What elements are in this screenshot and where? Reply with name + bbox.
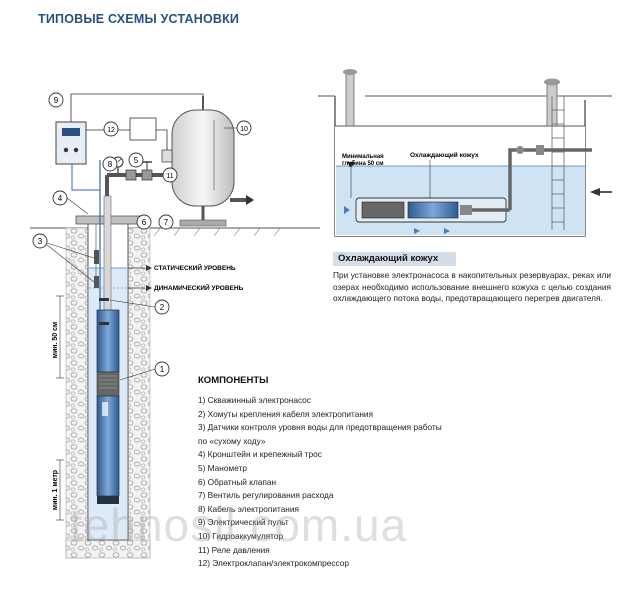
vent-pipe	[345, 73, 355, 127]
component-item: 7) Вентиль регулирования расхода	[198, 490, 334, 501]
callout-1: 1	[154, 361, 170, 377]
reservoir-outlet-pipe	[508, 148, 592, 210]
level-sensor-1	[94, 250, 99, 264]
svg-text:2: 2	[160, 303, 165, 312]
reservoir-pump	[407, 201, 459, 219]
flow-valve	[141, 169, 153, 181]
page-title: ТИПОВЫЕ СХЕМЫ УСТАНОВКИ	[38, 12, 240, 26]
callouts: 9 12 10 8 5 11 4 6 7 3 2 1	[32, 92, 252, 381]
cooling-jacket-heading: Охлаждающий кожух	[333, 252, 456, 266]
svg-text:7: 7	[164, 218, 169, 227]
borehole-pump	[96, 309, 120, 373]
component-item: 5) Манометр	[198, 462, 247, 473]
reservoir-scheme: Минимальная глубина 50 см Охлаждающий ко…	[318, 69, 612, 237]
cooling-jacket-diagram-label: Охлаждающий кожух	[410, 151, 479, 159]
svg-text:6: 6	[142, 218, 147, 227]
component-item: 1) Скважинный электронасос	[198, 395, 311, 405]
svg-text:4: 4	[58, 194, 63, 203]
component-item: 9) Электрический пульт	[198, 517, 289, 528]
dim-min-50: мин. 50 см	[52, 322, 59, 358]
component-item: 11) Реле давления	[198, 544, 270, 555]
svg-text:3: 3	[38, 237, 43, 246]
cable-clamp-2	[99, 322, 109, 325]
components-heading: КОМПОНЕНТЫ	[198, 375, 269, 386]
callout-2: 2	[154, 299, 170, 315]
reservoir-pump-motor	[361, 201, 405, 219]
static-level-label: СТАТИЧЕСКИЙ УРОВЕНЬ	[154, 263, 236, 272]
check-valve	[125, 169, 137, 181]
component-item: по «сухому ходу»	[198, 435, 266, 446]
pressure-switch	[161, 149, 173, 163]
dynamic-level-label: ДИНАМИЧЕСКИЙ УРОВЕНЬ	[154, 283, 244, 292]
callout-3: 3	[32, 233, 48, 249]
cable-clamp-1	[99, 298, 109, 301]
cooling-jacket-description: При установке электронасоса в накопитель…	[333, 270, 611, 304]
level-sensor-2	[94, 276, 99, 288]
component-item: 10) Гидроаккумулятор	[198, 530, 284, 541]
svg-text:5: 5	[134, 156, 139, 165]
callout-7: 7	[158, 214, 174, 230]
callout-4: 4	[52, 190, 68, 206]
component-item: 12) Электроклапан/электрокомпрессор	[198, 558, 350, 569]
callout-11: 11	[162, 167, 178, 183]
components-list: 1) Скважинный электронасос 2) Хомуты кре…	[198, 394, 442, 571]
callout-6: 6	[136, 214, 152, 230]
callout-8: 8	[102, 156, 118, 172]
svg-text:12: 12	[107, 127, 115, 134]
pressure-tank	[171, 109, 235, 207]
callout-9: 9	[48, 92, 64, 108]
component-item: 4) Кронштейн и крепежный трос	[198, 449, 322, 460]
riser-pipe	[103, 195, 112, 311]
component-item: 8) Кабель электропитания	[198, 503, 300, 514]
svg-text:1: 1	[160, 365, 165, 374]
min-depth-label-1: Минимальная	[342, 154, 384, 160]
outlet-arrow	[246, 195, 254, 205]
component-item: 2) Хомуты крепления кабеля электропитани…	[198, 408, 374, 419]
svg-text:8: 8	[108, 160, 113, 169]
min-depth-label-2: глубина 50 см	[342, 160, 384, 167]
callout-10: 10	[236, 120, 252, 136]
svg-text:10: 10	[240, 126, 248, 133]
watermark: tehnosil.com.ua	[70, 499, 408, 551]
svg-text:11: 11	[166, 173, 173, 180]
component-item: 6) Обратный клапан	[198, 476, 277, 487]
dim-min-1m: мин. 1 метр	[52, 470, 59, 510]
svg-text:9: 9	[54, 96, 59, 105]
electro-compressor	[129, 117, 157, 141]
callout-5: 5	[128, 152, 144, 168]
well-scheme: мин. 50 см мин. 1 метр СТАТИЧЕСКИЙ УРОВЕ…	[30, 93, 320, 559]
callout-12: 12	[103, 121, 119, 137]
component-item: 3) Датчики контроля уровня воды для пред…	[198, 422, 442, 433]
